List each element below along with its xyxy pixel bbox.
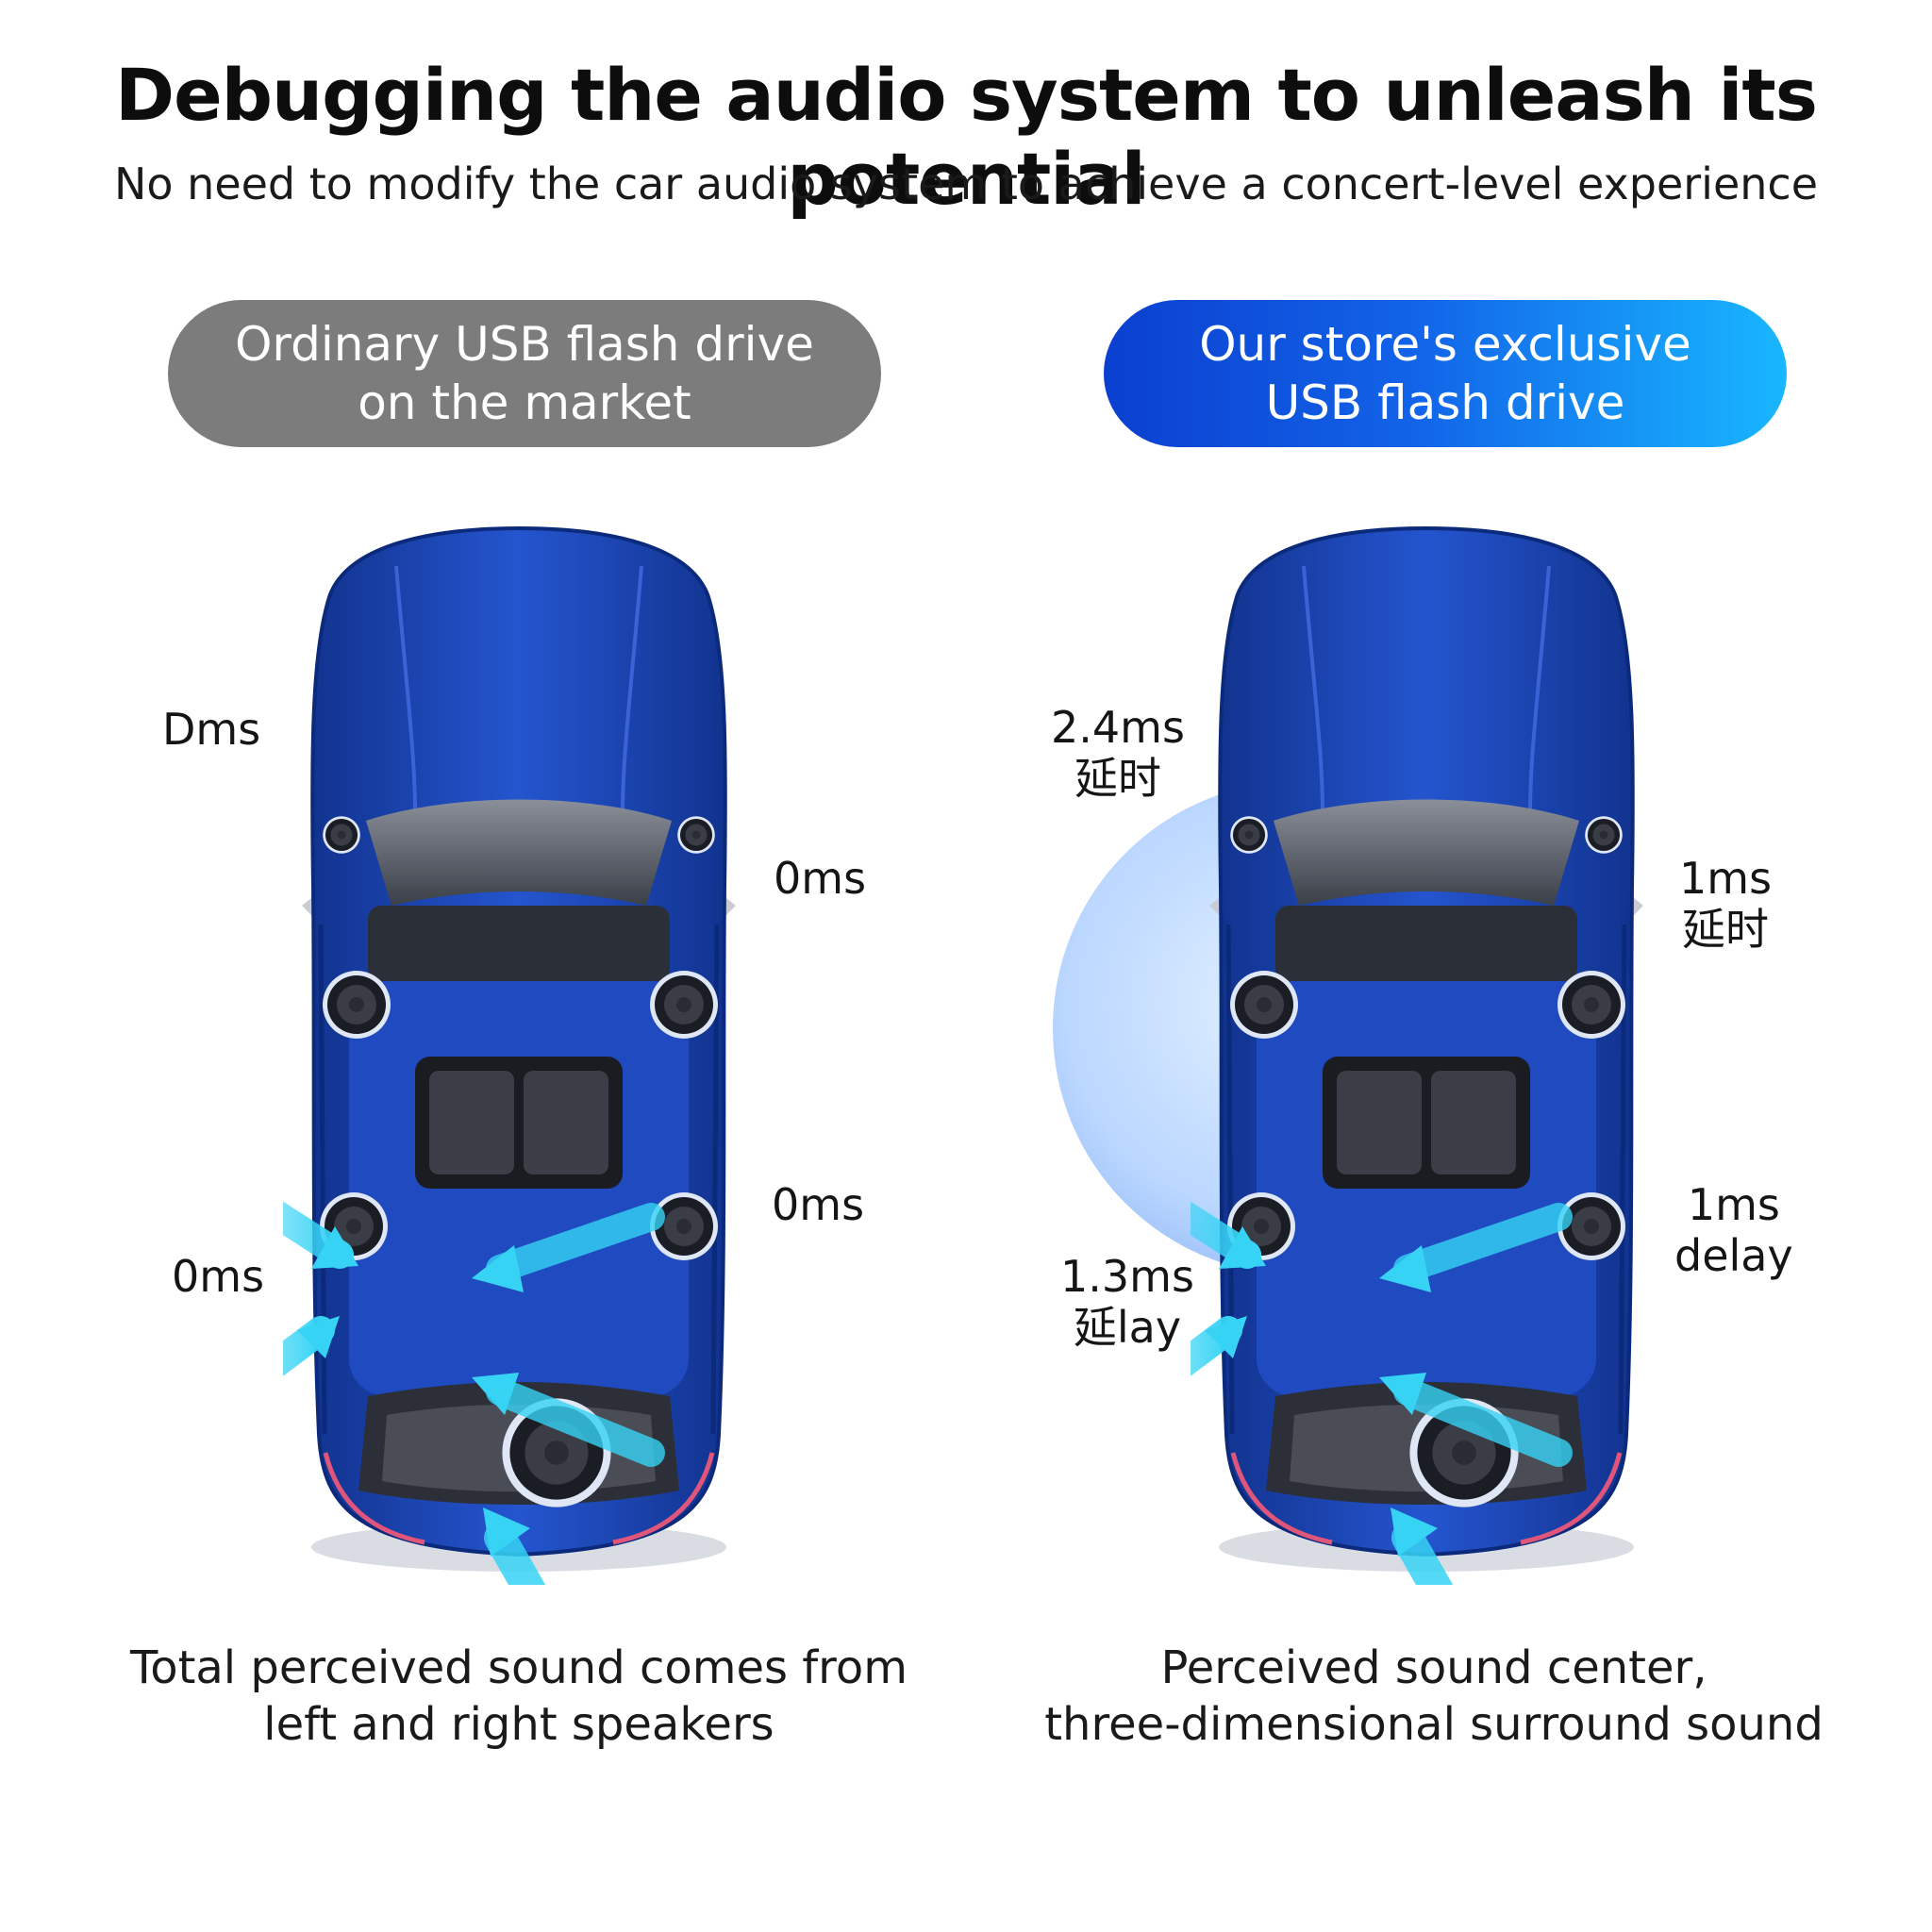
exclusive-drive-pill: Our store's exclusive USB flash drive xyxy=(1104,300,1787,447)
right-rear-left-delay: 1.3ms 延lay xyxy=(1060,1251,1194,1353)
car-exclusive xyxy=(1191,509,1662,1585)
left-rear-right-delay: 0ms xyxy=(772,1179,865,1230)
right-rear-right-delay: 1ms delay xyxy=(1674,1179,1793,1281)
ordinary-drive-pill: Ordinary USB flash drive on the market xyxy=(168,300,881,447)
car-ordinary xyxy=(283,509,755,1585)
left-front-right-delay: 0ms xyxy=(774,853,867,904)
pill-left-line1: Ordinary USB flash drive xyxy=(235,317,814,372)
pill-left-line2: on the market xyxy=(358,375,691,430)
right-front-right-delay: 1ms 延时 xyxy=(1679,853,1773,955)
caption-exclusive: Perceived sound center, three-dimensiona… xyxy=(1044,1641,1824,1751)
pill-right-line1: Our store's exclusive xyxy=(1199,317,1691,372)
page-subtitle: No need to modify the car audio system t… xyxy=(113,158,1819,209)
left-front-left-delay: Dms xyxy=(162,704,261,755)
pill-right-line2: USB flash drive xyxy=(1265,375,1625,430)
page-title: Debugging the audio system to unleash it… xyxy=(115,53,1818,221)
left-rear-left-delay: 0ms xyxy=(172,1251,265,1302)
caption-ordinary: Total perceived sound comes from left an… xyxy=(130,1641,908,1751)
right-front-left-delay: 2.4ms 延时 xyxy=(1051,702,1185,804)
